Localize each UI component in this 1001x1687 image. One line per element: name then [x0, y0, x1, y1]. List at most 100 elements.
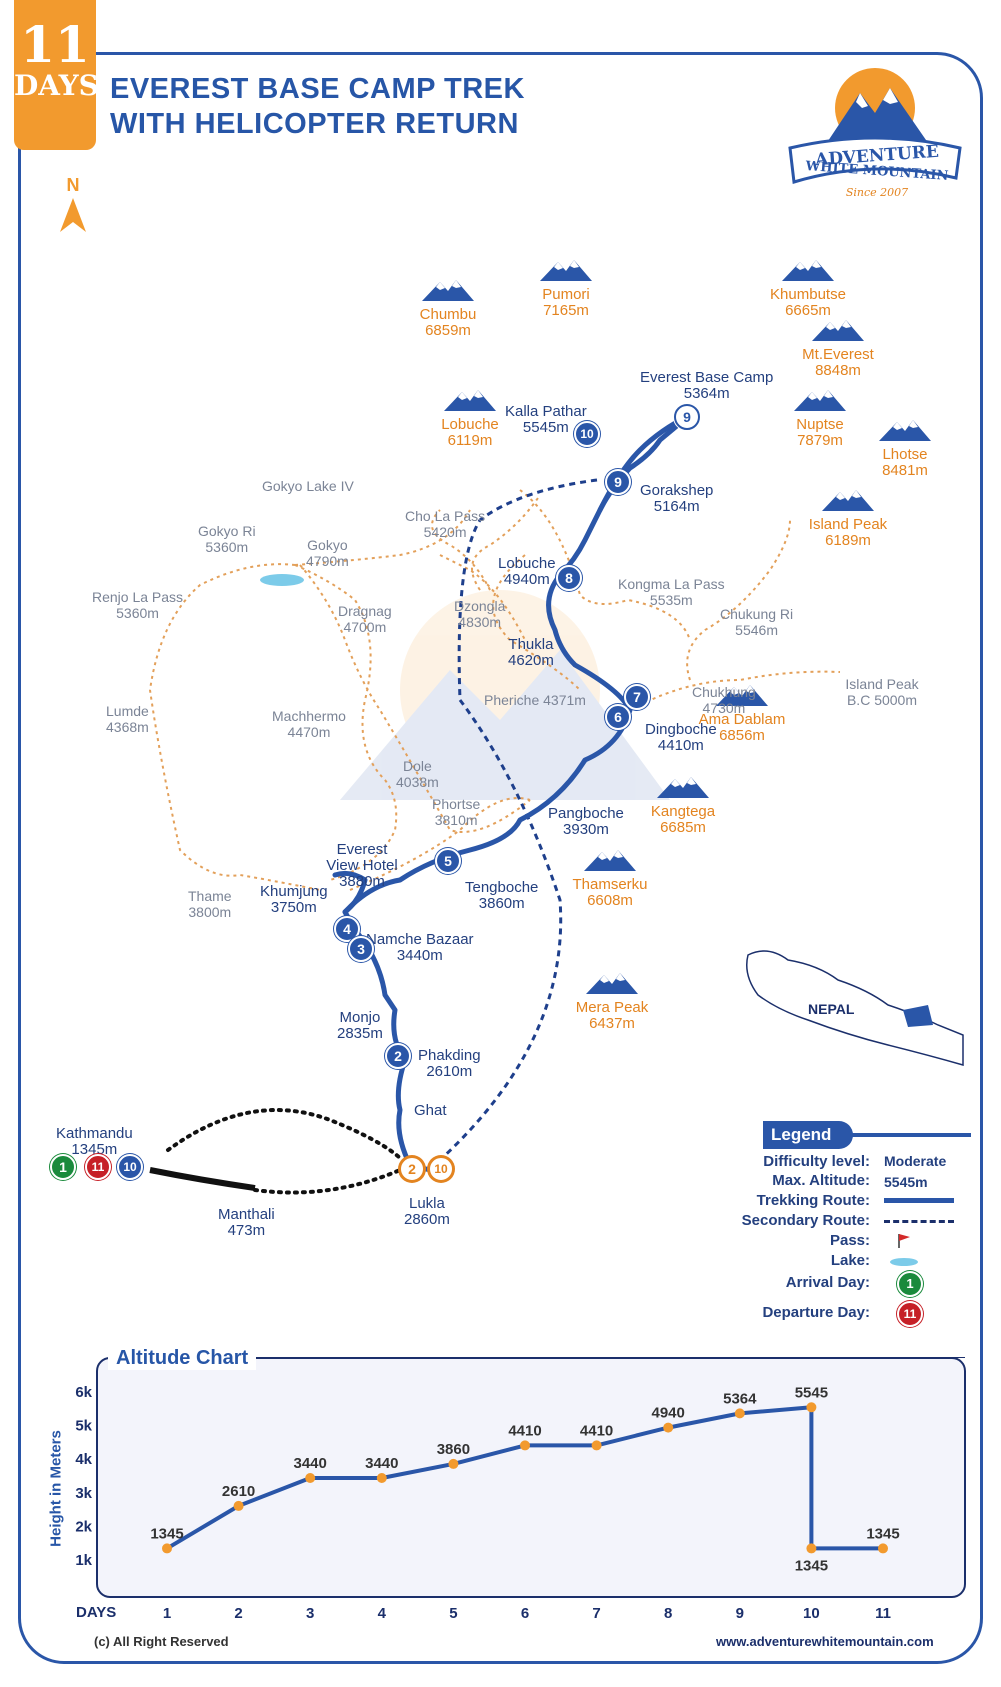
chart-xlabel: DAYS — [76, 1604, 117, 1621]
days-number: 11 — [20, 15, 90, 74]
place-gokyo-lake-iv: Gokyo Lake IV — [262, 478, 354, 494]
logo-mountain-icon — [788, 68, 962, 184]
x-tick-label: 5 — [449, 1605, 457, 1622]
peak-altitude: 6665m — [785, 302, 831, 319]
peak-name: Kangtega — [650, 803, 716, 820]
peak-name: Island Peak — [808, 516, 888, 533]
place-ghat: Ghat — [414, 1102, 447, 1119]
altitude-data-label: 4410 — [508, 1422, 541, 1439]
peak-altitude: 8481m — [882, 462, 928, 479]
peak-altitude: 7879m — [797, 432, 843, 449]
mountain-icon — [657, 777, 709, 798]
x-tick-label: 9 — [736, 1605, 744, 1622]
logo: ADVENTURE WHITE MOUNTAIN Since 2007 — [780, 58, 970, 208]
altitude-series-line — [165, 1405, 883, 1551]
peak-name: Ama Dablam — [698, 711, 786, 728]
altitude-point — [591, 1440, 602, 1451]
day-marker-11: 11 — [85, 1154, 111, 1180]
legend-label-secondary-route: Secondary Route: — [741, 1212, 870, 1229]
chart-ylabel: Height in Meters — [47, 1430, 65, 1547]
days-badge: 11 DAYS — [14, 0, 99, 150]
altitude-point — [806, 1543, 817, 1554]
website-link[interactable]: www.adventurewhitemountain.com — [716, 1634, 934, 1649]
compass: N — [56, 175, 90, 235]
legend-value-difficulty: Moderate — [884, 1153, 947, 1169]
legend-label-max-altitude: Max. Altitude: — [772, 1172, 870, 1189]
legend-label-arrival: Arrival Day: — [785, 1274, 870, 1291]
day-marker-8: 8 — [556, 565, 582, 591]
altitude-point — [878, 1543, 888, 1554]
altitude-point — [448, 1458, 459, 1469]
peak-name: Chumbu — [419, 306, 477, 323]
page-title: EVEREST BASE CAMP TREK WITH HELICOPTER R… — [110, 72, 525, 142]
day-marker-4: 4 — [334, 916, 360, 942]
day-marker-1: 1 — [50, 1154, 76, 1180]
x-tick-label: 6 — [521, 1605, 529, 1622]
y-tick-label: 3k — [75, 1485, 92, 1502]
logo-text-3: Since 2007 — [845, 186, 909, 199]
mountain-icon — [540, 260, 592, 281]
peak-altitude: 8848m — [815, 362, 861, 379]
y-tick-label: 1k — [75, 1552, 92, 1569]
altitude-point — [162, 1543, 172, 1554]
title-line-2: WITH HELICOPTER RETURN — [110, 108, 519, 140]
peak-name: Khumbutse — [770, 286, 846, 303]
legend-secondary-route-swatch — [884, 1220, 954, 1223]
peak-name: Mt.Everest — [802, 346, 874, 363]
legend-title-line — [845, 1133, 971, 1137]
altitude-data-label: 5364 — [723, 1390, 757, 1407]
copyright-text: (c) All Right Reserved — [94, 1634, 229, 1649]
altitude-data-label: 1345 — [866, 1525, 899, 1542]
mountain-icon — [716, 685, 768, 706]
peak-name: Nuptse — [796, 416, 844, 433]
legend-label-lake: Lake: — [830, 1252, 870, 1269]
peak-name: Lobuche — [441, 416, 499, 433]
altitude-point — [305, 1473, 316, 1484]
watermark-logo — [340, 590, 670, 800]
pass-flag-icon — [898, 1234, 910, 1248]
peak-altitude: 6685m — [660, 819, 706, 836]
day-marker-3: 3 — [348, 936, 374, 962]
nepal-label: NEPAL — [808, 1001, 855, 1017]
peak-name: Lhotse — [882, 446, 928, 463]
place-island-peak-bc: Island Peak B.C 5000m — [845, 676, 919, 708]
day-marker-2: 2 — [399, 1156, 425, 1182]
altitude-data-label: 3440 — [294, 1455, 327, 1472]
altitude-point — [520, 1440, 530, 1451]
day-marker-10: 10 — [428, 1156, 454, 1182]
legend-trekking-route-swatch — [884, 1198, 954, 1203]
day-marker-5: 5 — [435, 848, 461, 874]
x-tick-label: 3 — [306, 1605, 314, 1622]
legend-arrival-badge: 1 — [897, 1271, 923, 1297]
day-marker-2: 2 — [385, 1043, 411, 1069]
